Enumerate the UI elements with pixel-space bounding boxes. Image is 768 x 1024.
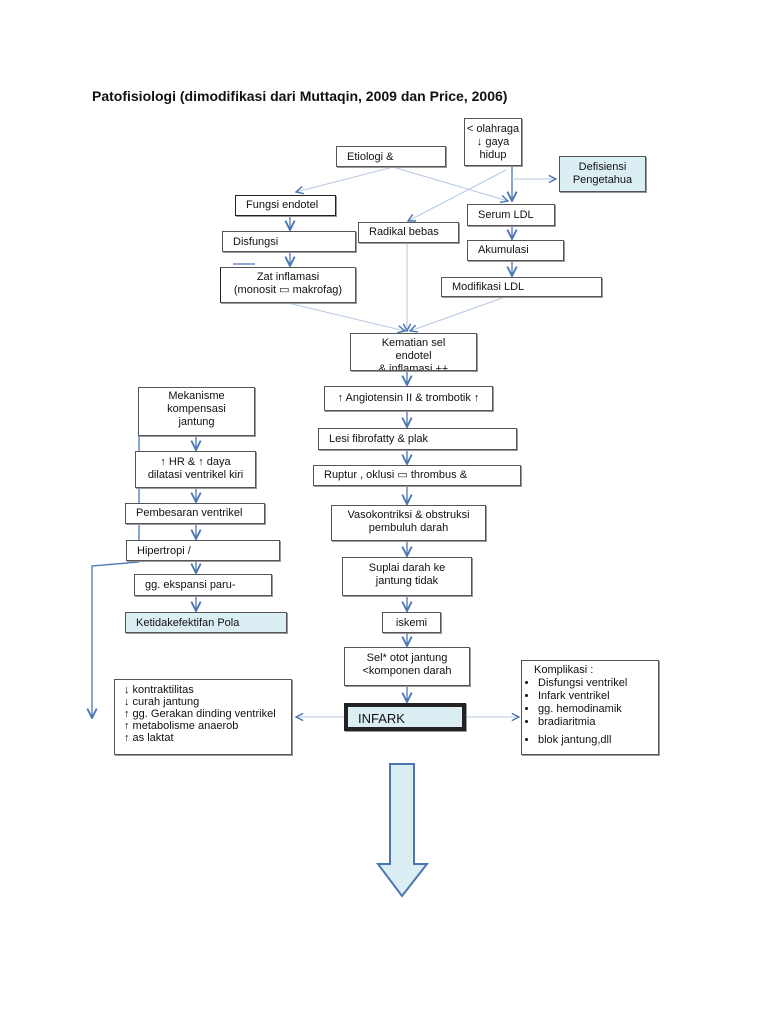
- node-disfungsi: Disfungsi: [222, 231, 356, 252]
- text: <komponen darah: [362, 665, 452, 677]
- text: ↓ curah jantung: [124, 696, 200, 708]
- text: Vasokontriksi & obstruksi: [347, 509, 470, 521]
- big-down-arrow: [376, 763, 430, 898]
- text: dilatasi ventrikel kiri: [147, 469, 244, 481]
- node-zat-inflamasi: Zat inflamasi(monosit ▭ makrofag): [220, 267, 356, 303]
- text: Pengetahua: [572, 174, 633, 186]
- komplikasi-title: Komplikasi :: [534, 664, 594, 676]
- text: Mekanisme: [168, 390, 225, 402]
- text: Suplai darah ke: [368, 562, 446, 574]
- node-akumulasi: Akumulasi: [467, 240, 564, 261]
- text: Zat inflamasi: [256, 271, 320, 283]
- text: < olahraga: [466, 123, 520, 135]
- text: jantung: [178, 416, 215, 428]
- node-infark: INFARK: [344, 703, 466, 731]
- node-ekspansi-paru: gg. ekspansi paru-: [134, 574, 272, 596]
- text: Defisiensi: [578, 161, 627, 173]
- text: jantung tidak: [375, 575, 439, 587]
- list-item: Infark ventrikel: [538, 690, 658, 703]
- text: ↑ gg. Gerakan dinding ventrikel: [124, 708, 276, 720]
- node-ruptur: Ruptur , oklusi ▭ thrombus &: [313, 465, 521, 486]
- text: kompensasi: [167, 403, 226, 415]
- node-komplikasi: Komplikasi : Disfungsi ventrikel Infark …: [521, 660, 659, 755]
- text: (monosit ▭ makrofag): [233, 284, 343, 296]
- node-serum-ldl: Serum LDL: [467, 204, 555, 226]
- text: Kematian sel: [381, 337, 446, 349]
- node-efek: ↓ kontraktilitas↓ curah jantung↑ gg. Ger…: [114, 679, 292, 755]
- komplikasi-list: Disfungsi ventrikel Infark ventrikel gg.…: [524, 677, 658, 747]
- node-hipertropi: Hipertropi /: [126, 540, 280, 561]
- text: pembuluh darah: [368, 522, 449, 534]
- text: ↓ kontraktilitas: [124, 684, 194, 696]
- list-item: bradiaritmia: [538, 716, 658, 729]
- list-item: Disfungsi ventrikel: [538, 677, 658, 690]
- text: endotel: [395, 350, 432, 362]
- node-modifikasi-ldl: Modifikasi LDL: [441, 277, 602, 297]
- text: ↑ metabolisme anaerob: [124, 720, 239, 732]
- node-angiotensin: ↑ Angiotensin II & trombotik ↑: [324, 386, 493, 411]
- arrows: [92, 166, 556, 718]
- text: & inflamasi ++: [378, 363, 449, 371]
- list-item: blok jantung,dll: [538, 734, 658, 747]
- node-fungsi-endotel: Fungsi endotel: [235, 195, 336, 216]
- node-sel-otot: Sel* otot jantung<komponen darah: [344, 647, 470, 686]
- text: ↑ HR & ↑ daya: [160, 456, 231, 468]
- node-ketidakefektifan: Ketidakefektifan Pola: [125, 612, 287, 633]
- text: ↑ as laktat: [124, 732, 174, 744]
- node-etiologi: Etiologi &: [336, 146, 446, 167]
- text: hidup: [479, 149, 507, 161]
- page-title: Patofisiologi (dimodifikasi dari Muttaqi…: [92, 88, 508, 104]
- node-lesi: Lesi fibrofatty & plak: [318, 428, 517, 450]
- node-radikal-bebas: Radikal bebas: [358, 222, 459, 243]
- node-pembesaran: Pembesaran ventrikel: [125, 503, 265, 524]
- text: ↓ gaya: [476, 136, 510, 148]
- node-iskemi: iskemi: [382, 612, 441, 633]
- text: Sel* otot jantung: [366, 652, 448, 664]
- list-item: gg. hemodinamik: [538, 703, 658, 716]
